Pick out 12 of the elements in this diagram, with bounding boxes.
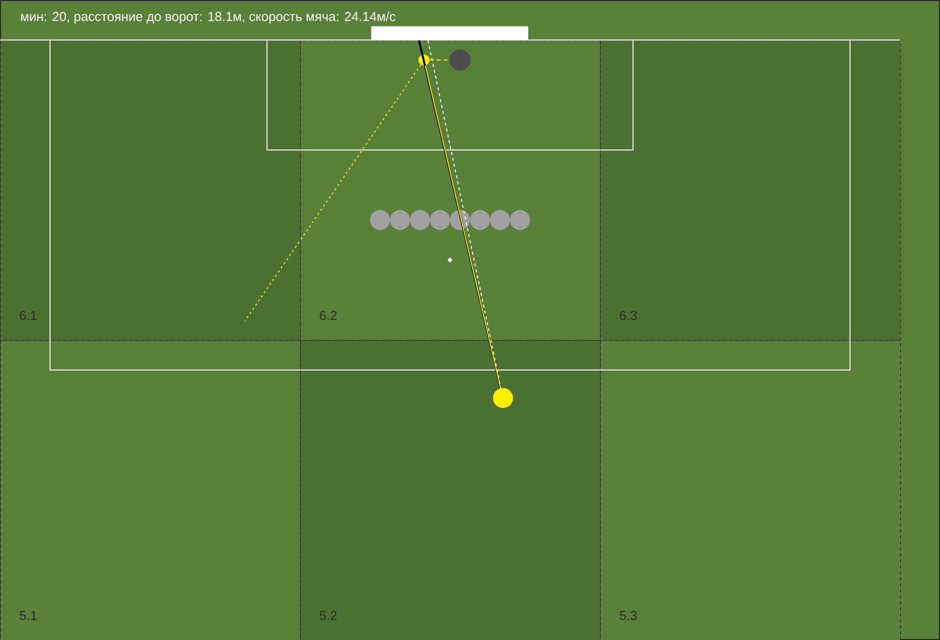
- zone: 5.2: [300, 340, 601, 640]
- zone: 6.1: [0, 40, 301, 341]
- zone: 5.1: [0, 340, 301, 640]
- zone: 6.2: [300, 40, 601, 341]
- zone: 5.3: [600, 340, 901, 640]
- goal-bar: [371, 26, 528, 40]
- zone: 6.3: [600, 40, 901, 341]
- player-circle: [450, 50, 470, 70]
- ball: [493, 388, 513, 408]
- title: мин: 20, расстояние до ворот: 18.1м, скорость мяча: 24.14м/с: [21, 12, 396, 24]
- dashed-line: [244, 64, 422, 322]
- dot: [418, 54, 430, 66]
